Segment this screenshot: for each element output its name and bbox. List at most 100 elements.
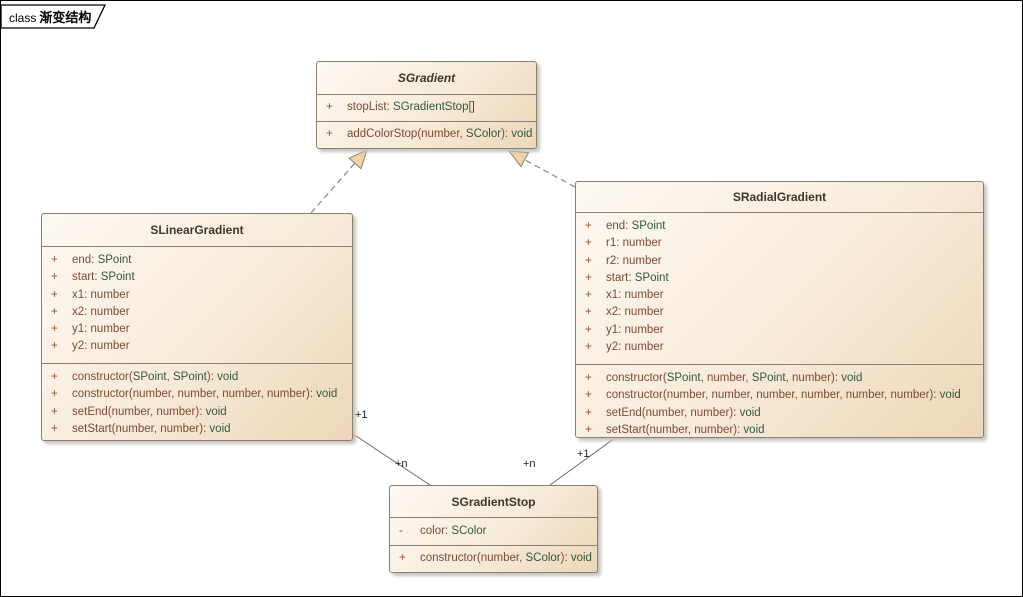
visibility-marker: + bbox=[585, 341, 592, 354]
generalization-arrowhead-left bbox=[348, 149, 368, 170]
association-line-sradial-to-stop bbox=[549, 437, 616, 486]
attribute-text: end: SPoint bbox=[72, 254, 132, 266]
class-title-sgradient: SGradient bbox=[317, 62, 536, 95]
methods-compartment: + addColorStop(number, SColor): void bbox=[317, 122, 536, 148]
attribute-row: +x2: number bbox=[42, 304, 352, 321]
visibility-marker: + bbox=[326, 128, 333, 140]
visibility-marker: + bbox=[585, 372, 592, 384]
attribute-row: + end: SPoint bbox=[576, 218, 983, 235]
attributes-compartment: +end: SPoint+start: SPoint+x1: number+x2… bbox=[42, 247, 352, 364]
multiplicity-label-slinear-target: +n bbox=[395, 458, 408, 470]
method-row: +constructor(SPoint, SPoint): void bbox=[42, 369, 352, 386]
methods-compartment: + constructor(number, SColor): void bbox=[390, 546, 597, 572]
generalization-arrowhead-right bbox=[507, 150, 530, 168]
method-text: setEnd(number, number): void bbox=[72, 405, 227, 418]
method-row: + constructor(SPoint, number, SPoint, num… bbox=[576, 370, 983, 387]
attribute-text: end: SPoint bbox=[606, 220, 666, 232]
method-row: + setEnd(number, number): void bbox=[42, 404, 352, 421]
attributes-compartment: +end: SPoint+r1: number+r2: number+start… bbox=[576, 213, 983, 365]
visibility-marker: + bbox=[51, 422, 58, 435]
attribute-row: + end: SPoint bbox=[42, 252, 352, 269]
visibility-marker: + bbox=[585, 237, 592, 250]
attribute-text: x1: number bbox=[606, 289, 664, 302]
method-row: + addColorStop(number, SColor): void bbox=[317, 126, 536, 143]
generalization-line-sradial-to-sgradient bbox=[524, 159, 576, 188]
attribute-row: + x1: number bbox=[576, 287, 983, 304]
method-text: addColorStop(number, SColor): void bbox=[347, 128, 533, 140]
visibility-marker: - bbox=[399, 525, 403, 537]
visibility-marker: + bbox=[51, 271, 58, 284]
attribute-text: color: SColor bbox=[420, 525, 487, 537]
visibility-marker: + bbox=[51, 323, 58, 336]
class-title-sradialgradient: SRadialGradient bbox=[576, 182, 983, 213]
attribute-text: y2: number bbox=[606, 341, 664, 354]
method-text: setStart(number, number): void bbox=[72, 422, 231, 435]
class-box-slineargradient[interactable]: SLinearGradient + end: SPoint + start: SPoi… bbox=[41, 213, 353, 441]
attribute-row: + r1: number bbox=[576, 235, 983, 252]
frame-label-prefix: class bbox=[9, 11, 36, 25]
multiplicity-label-slinear-source: +1 bbox=[355, 409, 368, 421]
method-text: constructor(number, SColor): void bbox=[420, 552, 592, 564]
attribute-row: + y1: number bbox=[576, 322, 983, 339]
class-box-sradialgradient[interactable]: SRadialGradient +end: SPoint+r1: number+… bbox=[575, 181, 984, 438]
visibility-marker: + bbox=[51, 340, 58, 353]
visibility-marker: + bbox=[51, 254, 58, 266]
association-line-slinear-to-stop bbox=[352, 433, 431, 486]
attribute-text: start: SPoint bbox=[606, 271, 669, 284]
attribute-text: stopList: SGradientStop[] bbox=[347, 101, 475, 113]
frame-label-title: 渐变结构 bbox=[39, 10, 91, 25]
visibility-marker: + bbox=[585, 423, 592, 436]
method-text: constructor(SPoint, number, SPoint, numb… bbox=[606, 372, 863, 384]
method-row: + constructor(number, number, number, num… bbox=[576, 387, 983, 404]
attribute-text: y2: number bbox=[72, 340, 130, 353]
attribute-row: + stopList: SGradientStop[] bbox=[317, 99, 536, 116]
method-text: setStart(number, number): void bbox=[606, 423, 765, 436]
visibility-marker: + bbox=[51, 405, 58, 418]
attribute-row: +r2: number bbox=[576, 253, 983, 270]
attribute-text: r1: number bbox=[606, 237, 662, 250]
attribute-row: +x2: number bbox=[576, 304, 983, 321]
visibility-marker: + bbox=[51, 388, 58, 401]
method-row: + constructor(number, number, number, num… bbox=[42, 386, 352, 403]
method-row: + setStart(number, number): void bbox=[576, 422, 983, 437]
method-row: + setStart(number, number): void bbox=[42, 421, 352, 438]
class-title-sgradientstop: SGradientStop bbox=[390, 486, 597, 518]
attribute-text: x2: number bbox=[72, 305, 130, 318]
attribute-text: y1: number bbox=[606, 323, 664, 336]
class-title-slineargradient: SLinearGradient bbox=[42, 214, 352, 247]
attribute-row: +x1: number bbox=[42, 287, 352, 304]
method-row: +setEnd(number, number): void bbox=[576, 405, 983, 422]
method-text: constructor(number, number, number, numb… bbox=[72, 388, 338, 401]
attribute-row: - color: SColor bbox=[390, 523, 597, 540]
frame-tab-shape bbox=[1, 4, 107, 29]
methods-compartment: + constructor(SPoint, number, SPoint, num… bbox=[576, 365, 983, 437]
class-box-sgradient[interactable]: SGradient + stopList: SGradientStop[] + ad… bbox=[316, 61, 537, 149]
visibility-marker: + bbox=[585, 254, 592, 267]
attributes-compartment: - color: SColor bbox=[390, 518, 597, 546]
visibility-marker: + bbox=[585, 389, 592, 402]
methods-compartment: +constructor(SPoint, SPoint): void+const… bbox=[42, 364, 352, 440]
attribute-row: + start: SPoint bbox=[42, 269, 352, 286]
attribute-row: + y1: number bbox=[42, 321, 352, 338]
method-text: constructor(number, number, number, numb… bbox=[606, 389, 961, 402]
class-box-sgradientstop[interactable]: SGradientStop - color: SColor + constructo… bbox=[389, 485, 598, 573]
multiplicity-label-sradial-target: +n bbox=[523, 458, 536, 470]
method-row: + constructor(number, SColor): void bbox=[390, 550, 597, 567]
generalization-line-slinear-to-sgradient bbox=[310, 162, 356, 214]
multiplicity-label-sradial-source: +1 bbox=[577, 448, 590, 460]
attribute-text: start: SPoint bbox=[72, 271, 135, 284]
method-text: setEnd(number, number): void bbox=[606, 406, 761, 419]
visibility-marker: + bbox=[585, 220, 592, 232]
visibility-marker: + bbox=[585, 289, 592, 302]
attribute-text: y1: number bbox=[72, 323, 130, 336]
visibility-marker: + bbox=[399, 552, 406, 564]
visibility-marker: + bbox=[51, 371, 58, 383]
attribute-row: +start: SPoint bbox=[576, 270, 983, 287]
visibility-marker: + bbox=[326, 101, 333, 113]
visibility-marker: + bbox=[51, 288, 58, 301]
visibility-marker: + bbox=[585, 323, 592, 336]
attribute-row: + y2: number bbox=[42, 338, 352, 355]
attributes-compartment: + stopList: SGradientStop[] bbox=[317, 95, 536, 122]
